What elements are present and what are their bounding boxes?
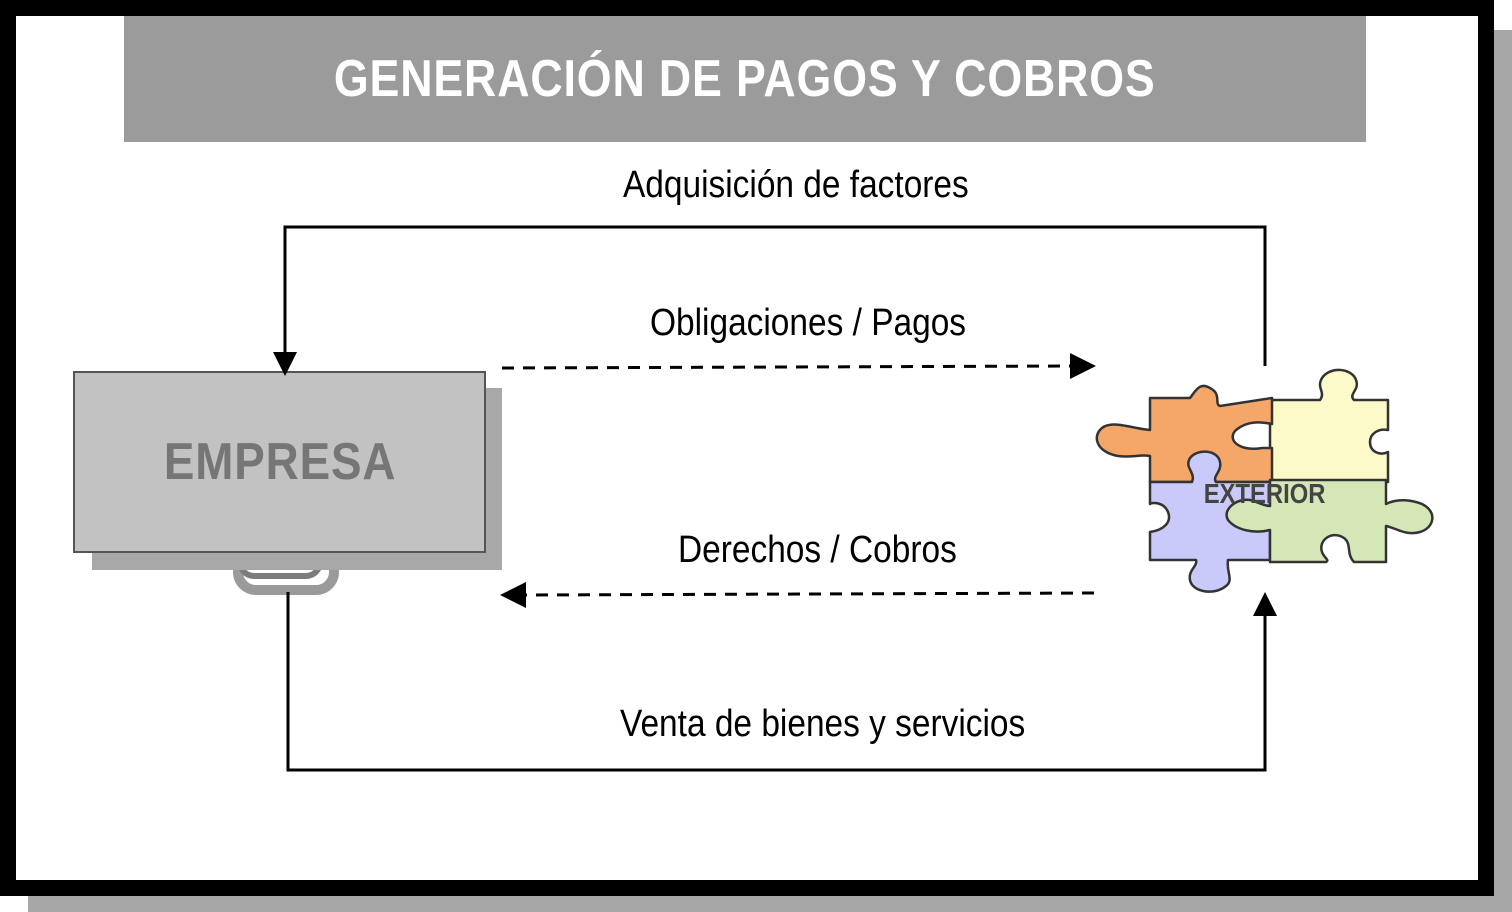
puzzle-icon <box>1095 368 1434 593</box>
frame-shadow-right <box>1492 30 1512 912</box>
briefcase-icon <box>73 371 502 595</box>
derechos-label: Derechos / Cobros <box>678 529 957 571</box>
empresa-box <box>73 371 486 553</box>
title-bar: GENERACIÓN DE PAGOS Y COBROS <box>124 16 1366 142</box>
frame-shadow-bottom <box>28 895 1512 912</box>
exterior-label: EXTERIOR <box>1180 474 1350 514</box>
adquisicion-label: Adquisición de factores <box>623 164 969 206</box>
adquisicion-arrow <box>283 225 1267 372</box>
obligaciones-arrow <box>501 364 1073 370</box>
derechos-arrowhead <box>500 582 526 608</box>
diagram-title: GENERACIÓN DE PAGOS Y COBROS <box>334 50 1156 108</box>
exterior-text: EXTERIOR <box>1204 478 1326 509</box>
obligaciones-label: Obligaciones / Pagos <box>650 302 967 344</box>
empresa-text: EMPRESA <box>163 433 397 491</box>
derechos-arrow <box>525 591 1095 597</box>
venta-arrow <box>286 592 1267 772</box>
venta-label: Venta de bienes y servicios <box>620 703 1026 745</box>
venta-arrowhead <box>1253 592 1277 616</box>
empresa-label: EMPRESA <box>75 372 485 552</box>
obligaciones-arrowhead <box>1070 353 1096 379</box>
adquisicion-arrowhead <box>273 352 297 376</box>
